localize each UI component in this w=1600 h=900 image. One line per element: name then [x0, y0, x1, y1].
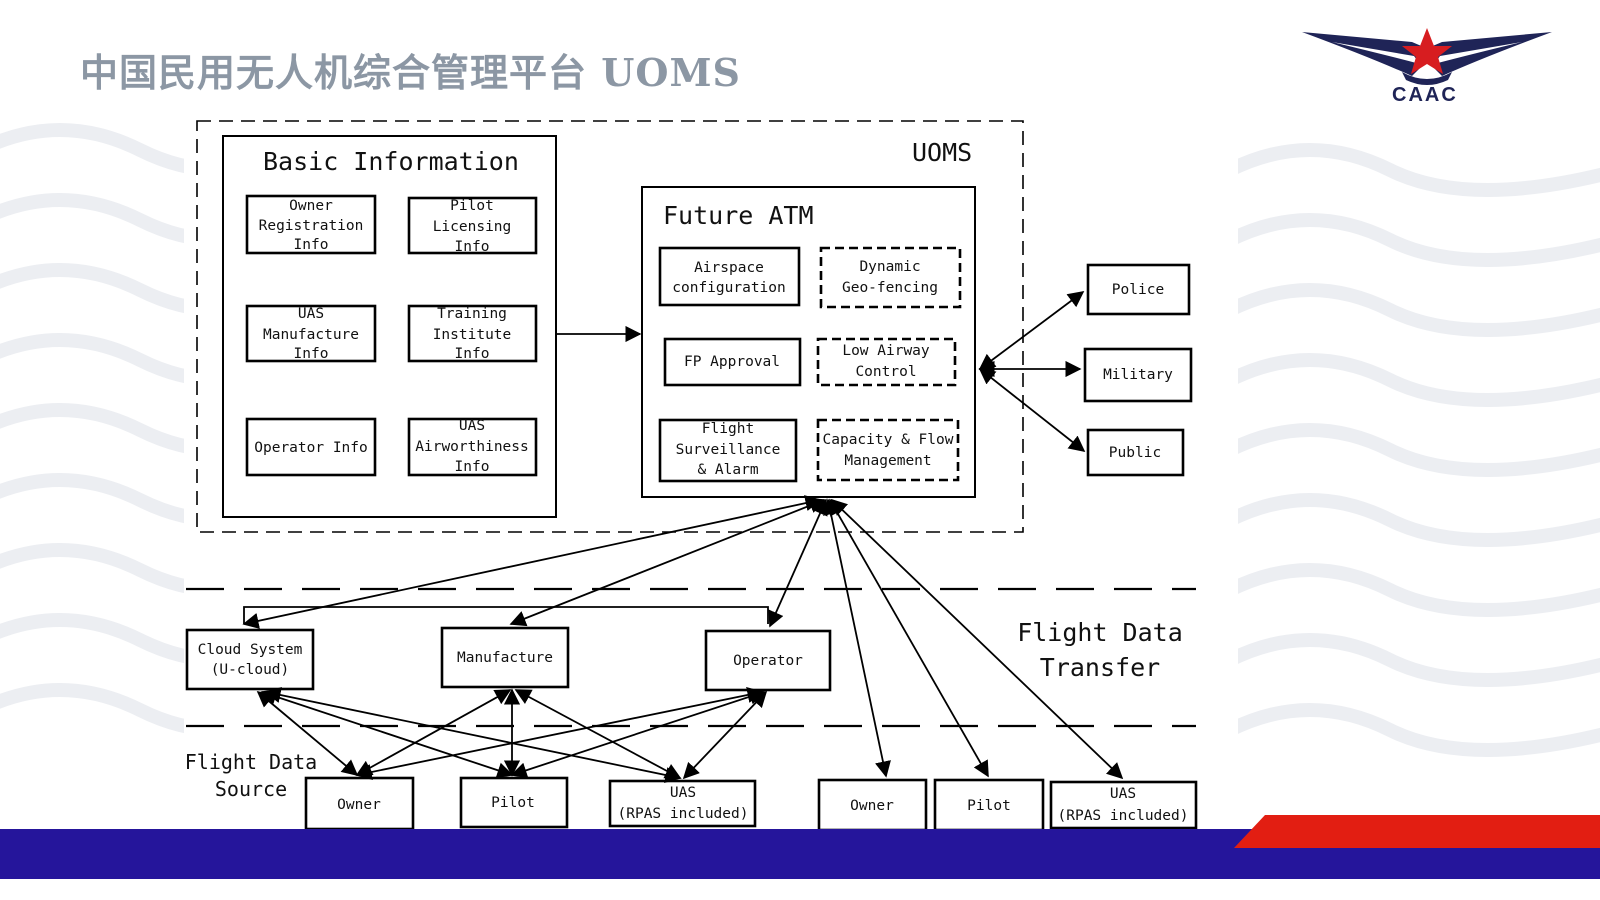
box-line: Manufacture: [457, 650, 553, 666]
box-line: configuration: [672, 280, 786, 296]
box-line: (RPAS included): [1058, 808, 1189, 824]
uoms-label: UOMS: [912, 138, 972, 167]
box-line: Institute: [433, 327, 512, 343]
box-line: Operator Info: [254, 440, 368, 456]
box-line: Pilot: [491, 795, 535, 811]
police-box: Police: [1086, 263, 1191, 316]
military-box: Military: [1083, 347, 1193, 403]
box-line: Cloud System: [198, 642, 303, 658]
box-line: Flight: [702, 421, 754, 437]
box-line: Owner: [289, 198, 333, 214]
cloud-system-box: Cloud System (U-cloud): [185, 628, 315, 691]
box-line: Control: [855, 364, 916, 380]
box-line: Registration: [259, 218, 364, 234]
pilot-box-right: Pilot: [933, 778, 1045, 832]
box-line: (RPAS included): [618, 806, 749, 822]
arrow-atm-police: [978, 291, 1085, 370]
box-line: Public: [1109, 445, 1161, 461]
box-line: Licensing: [433, 219, 512, 235]
uas-box-left: UAS (RPAS included): [608, 779, 757, 828]
box-line: Manufacture: [263, 327, 359, 343]
box-line: Pilot: [450, 198, 494, 214]
box-line: Capacity & Flow: [823, 432, 954, 448]
owner-registration-info-box: Owner Registration Info: [245, 194, 377, 255]
caac-logo: [1302, 28, 1552, 85]
box-line: Airspace: [694, 260, 764, 276]
box-line: UAS: [459, 418, 485, 434]
flight-surveillance-alarm-box: Flight Surveillance & Alarm: [658, 418, 798, 483]
box-line: Geo-fencing: [842, 280, 938, 296]
future-atm-title: Future ATM: [663, 201, 814, 230]
owner-box-right: Owner: [817, 778, 928, 832]
box-line: Dynamic: [859, 259, 920, 275]
arrow-atm-public: [978, 367, 1086, 453]
atm-fan-arrows: [242, 495, 1124, 780]
slide-title: 中国民用无人机综合管理平台 UOMS: [80, 50, 741, 95]
pilot-licensing-info-box: Pilot Licensing Info: [407, 196, 538, 255]
uas-manufacture-info-box: UAS Manufacture Info: [245, 304, 377, 363]
uas-box-right: UAS (RPAS included): [1049, 780, 1198, 830]
box-line: Management: [844, 453, 931, 469]
operator-info-box: Operator Info: [245, 417, 377, 477]
box-line: Info: [455, 459, 490, 475]
airspace-configuration-box: Airspace configuration: [658, 246, 801, 307]
caac-logo-text: CAAC: [1392, 84, 1458, 106]
dynamic-geo-fencing-box: Dynamic Geo-fencing: [819, 246, 962, 309]
transfer-source-arrows: [256, 686, 768, 783]
uas-airworthiness-info-box: UAS Airworthiness Info: [407, 417, 538, 477]
operator-box: Operator: [704, 629, 832, 692]
capacity-flow-management-box: Capacity & Flow Management: [816, 418, 960, 482]
low-airway-control-box: Low Airway Control: [816, 337, 957, 387]
box-line: Police: [1112, 282, 1164, 298]
public-box: Public: [1086, 428, 1185, 477]
box-line: Military: [1103, 367, 1173, 383]
box-line: & Alarm: [697, 462, 758, 478]
box-line: UAS: [670, 785, 696, 801]
box-line: Training: [437, 306, 507, 322]
box-line: Airworthiness: [415, 439, 529, 455]
box-line: FP Approval: [684, 354, 780, 370]
box-line: (U-cloud): [211, 662, 290, 678]
box-line: Info: [455, 346, 490, 362]
box-line: Operator: [733, 653, 803, 669]
box-line: Info: [294, 346, 329, 362]
box-line: Owner: [850, 798, 894, 814]
box-line: Owner: [337, 797, 381, 813]
box-line: Pilot: [967, 798, 1011, 814]
training-institute-info-box: Training Institute Info: [407, 304, 538, 363]
fp-approval-box: FP Approval: [663, 337, 802, 387]
box-line: UAS: [298, 306, 324, 322]
box-line: Low Airway: [842, 343, 930, 359]
basic-info-title: Basic Information: [263, 147, 519, 176]
box-line: Surveillance: [676, 442, 781, 458]
box-line: UAS: [1110, 786, 1136, 802]
box-line: Info: [294, 237, 329, 253]
box-line: Info: [455, 239, 490, 255]
